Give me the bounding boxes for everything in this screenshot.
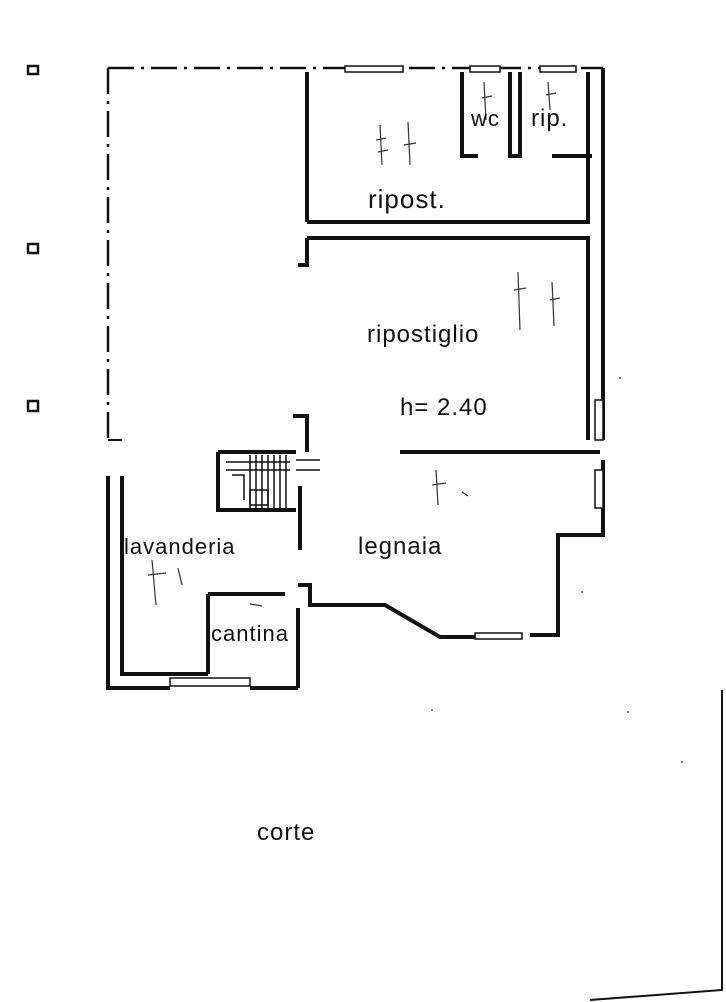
window-top [344,65,404,73]
edge-marker-middle [26,242,40,255]
label-wc: wc [470,106,500,131]
exterior-walls [298,68,605,639]
scan-specks [431,377,683,763]
label-ripost: ripost. [368,184,446,214]
label-rip: rip. [531,105,568,132]
projection-outline [106,66,603,441]
staircase [216,450,320,512]
sheet-edge [589,690,723,1001]
window-bottom [474,632,523,640]
window-wc [469,65,501,73]
window-rip [539,65,577,73]
label-lavanderia: lavanderia [124,534,236,559]
windows [169,65,604,687]
label-cantina: cantina [211,621,289,646]
edge-marker-top [26,64,40,76]
window-lavanderia [169,677,251,687]
upper-storage-walls [298,72,592,440]
label-legnaia: legnaia [358,533,442,560]
label-ripostiglio: ripostiglio [367,321,479,348]
handwritten-marks [147,81,561,607]
label-height: h= 2.40 [400,394,488,421]
window-right-lower [594,469,604,509]
lower-left-walls [106,476,300,690]
edge-marker-bottom [26,399,40,413]
window-right-upper [594,399,604,441]
central-partitions [293,414,600,550]
label-corte: corte [257,819,315,846]
